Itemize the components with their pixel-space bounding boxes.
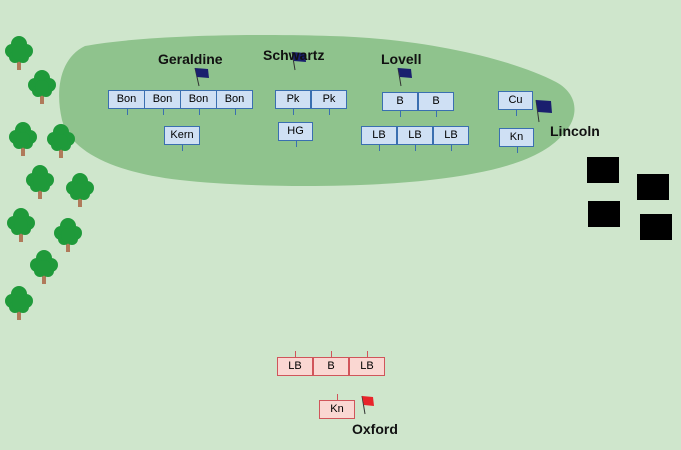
forest-area (59, 35, 575, 187)
village-building (587, 157, 619, 183)
unit-geraldine-front-2: Bon (144, 90, 181, 115)
unit-geraldine-rear: Kern (164, 126, 200, 151)
village-building (637, 174, 669, 200)
unit-lincoln-front: Cu (498, 91, 533, 116)
unit-oxford-front-3: LB (349, 351, 385, 376)
unit-schwartz-front-2: Pk (311, 90, 347, 115)
tree-icon (28, 70, 56, 104)
unit-lovell-rear-2: LB (397, 126, 433, 151)
village-building (640, 214, 672, 240)
unit-schwartz-front-1: Pk (275, 90, 311, 115)
lovell-flag-icon (397, 67, 412, 87)
unit-lovell-rear-1: LB (361, 126, 397, 151)
tree-icon (5, 36, 33, 70)
unit-lovell-front-1: B (382, 92, 418, 117)
leader-label-lincoln: Lincoln (550, 123, 600, 139)
tree-icon (26, 165, 54, 199)
unit-schwartz-rear: HG (278, 122, 313, 147)
tree-icon (9, 122, 37, 156)
leader-label-oxford: Oxford (352, 421, 398, 437)
unit-geraldine-front-3: Bon (180, 90, 217, 115)
unit-lovell-front-2: B (418, 92, 454, 117)
lincoln-flag-icon (535, 99, 552, 123)
tree-icon (5, 286, 33, 320)
tree-line (5, 36, 94, 320)
geraldine-flag-icon (194, 67, 209, 87)
oxford-flag-icon (361, 395, 374, 415)
schwartz-flag-icon (291, 51, 306, 71)
tree-icon (7, 208, 35, 242)
leader-label-geraldine: Geraldine (158, 51, 223, 67)
unit-lincoln-rear: Kn (499, 128, 534, 153)
unit-oxford-front-2: B (313, 351, 349, 376)
leader-label-schwartz: Schwartz (263, 47, 325, 63)
tree-icon (66, 173, 94, 207)
tree-icon (47, 124, 75, 158)
unit-oxford-front-1: LB (277, 351, 313, 376)
village-building (588, 201, 620, 227)
unit-geraldine-front-4: Bon (216, 90, 253, 115)
tree-icon (54, 218, 82, 252)
unit-geraldine-front-1: Bon (108, 90, 145, 115)
unit-oxford-rear: Kn (319, 394, 355, 419)
leader-label-lovell: Lovell (381, 51, 422, 67)
tree-icon (30, 250, 58, 284)
unit-lovell-rear-3: LB (433, 126, 469, 151)
